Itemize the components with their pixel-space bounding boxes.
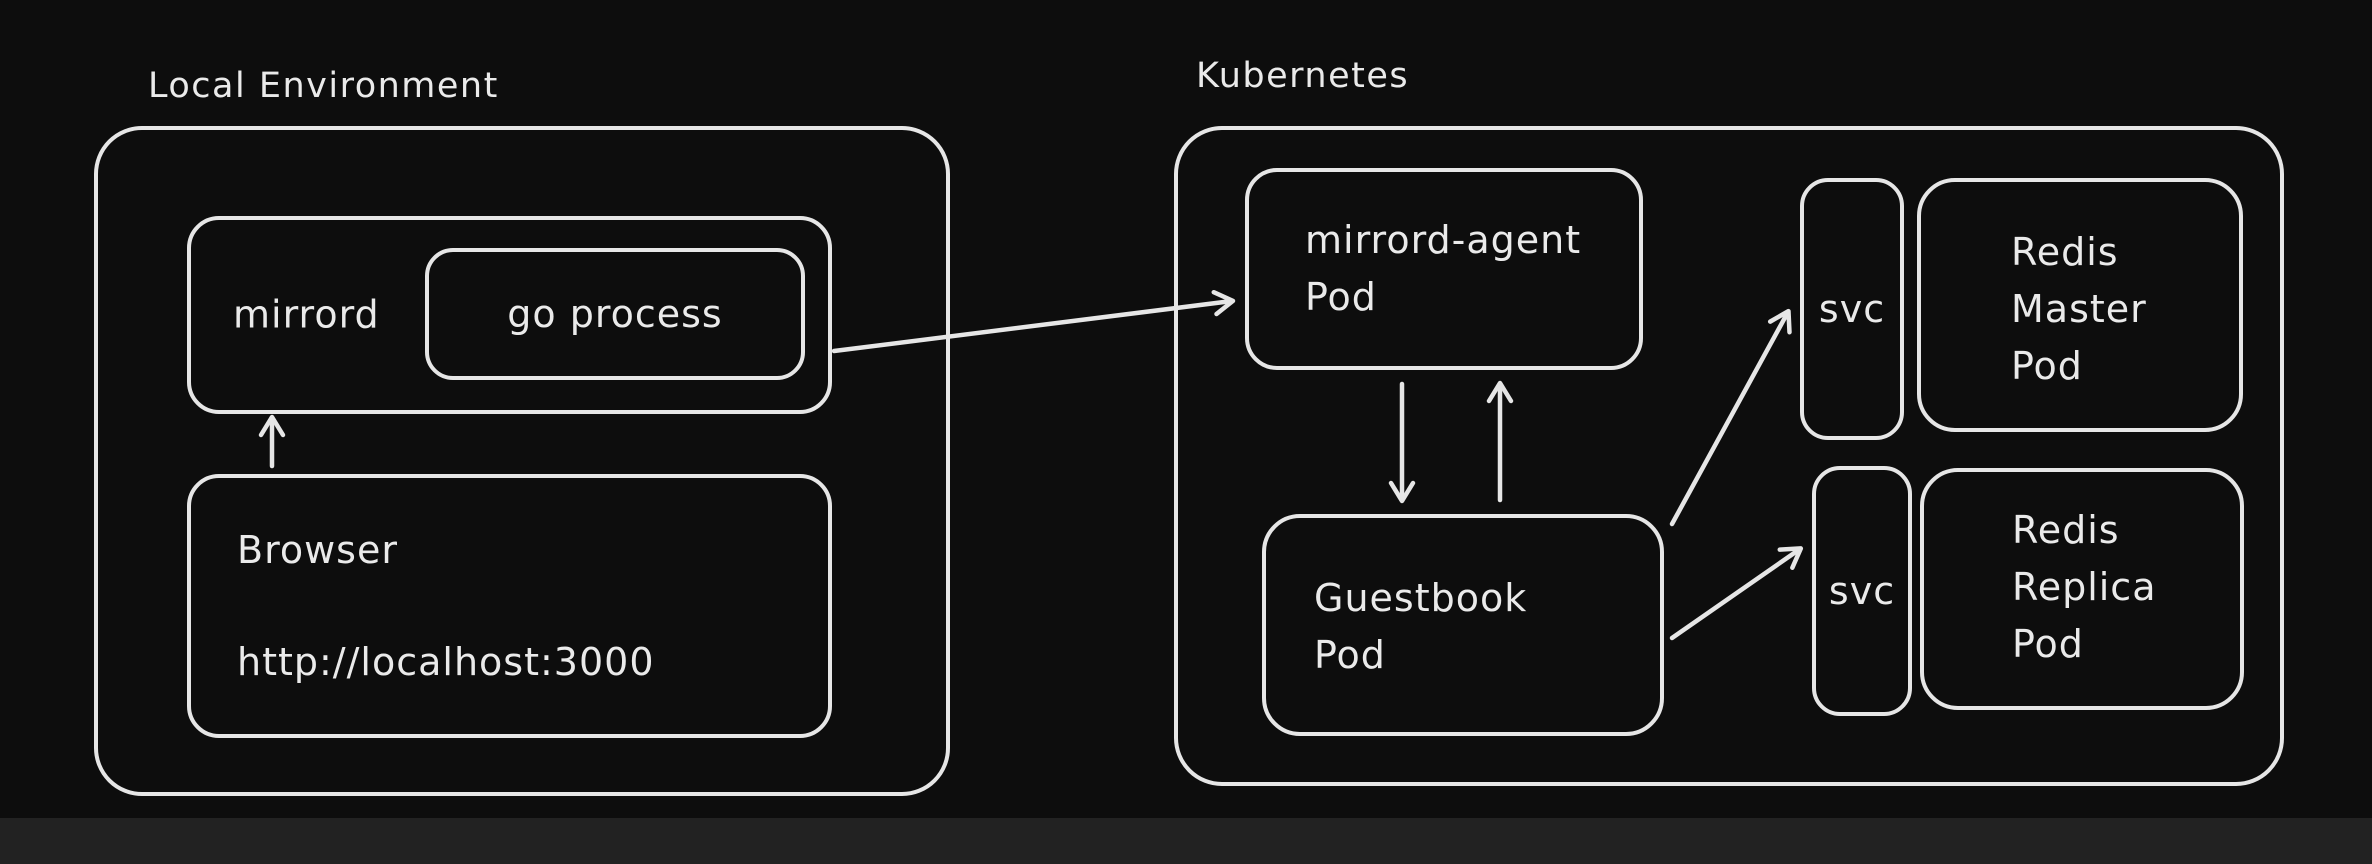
redis-master-pod-label: Redis Master Pod bbox=[2011, 224, 2147, 395]
local-environment-group: mirrord go process Browser http://localh… bbox=[94, 126, 950, 796]
redis-master-line1: Redis bbox=[2011, 230, 2119, 274]
mirrord-label: mirrord bbox=[233, 292, 380, 337]
mirrord-agent-pod-line1: mirrord-agent bbox=[1305, 218, 1582, 262]
svc-master-label: svc bbox=[1818, 287, 1886, 331]
redis-replica-line1: Redis bbox=[2012, 508, 2120, 552]
browser-node: Browser http://localhost:3000 bbox=[187, 474, 832, 738]
mirrord-agent-pod-label: mirrord-agent Pod bbox=[1305, 212, 1581, 326]
svc-replica-label: svc bbox=[1828, 569, 1896, 613]
mirrord-node: mirrord go process bbox=[187, 216, 832, 414]
mirrord-agent-pod-node: mirrord-agent Pod bbox=[1245, 168, 1643, 370]
kubernetes-title: Kubernetes bbox=[1196, 56, 1410, 96]
guestbook-pod-node: Guestbook Pod bbox=[1262, 514, 1664, 736]
footer-strip bbox=[0, 818, 2372, 864]
go-process-label: go process bbox=[507, 291, 723, 336]
redis-replica-pod-label: Redis Replica Pod bbox=[2012, 502, 2157, 673]
redis-replica-line3: Pod bbox=[2012, 622, 2084, 666]
redis-master-pod-node: Redis Master Pod bbox=[1917, 178, 2243, 432]
redis-replica-line2: Replica bbox=[2012, 565, 2157, 609]
browser-title: Browser bbox=[237, 528, 398, 572]
redis-master-line3: Pod bbox=[2011, 344, 2083, 388]
guestbook-pod-label: Guestbook Pod bbox=[1314, 570, 1527, 684]
kubernetes-group bbox=[1174, 126, 2284, 786]
guestbook-pod-line1: Guestbook bbox=[1314, 576, 1528, 620]
svc-master-node: svc bbox=[1800, 178, 1904, 440]
svc-replica-node: svc bbox=[1812, 466, 1912, 716]
guestbook-pod-line2: Pod bbox=[1314, 633, 1386, 677]
mirrord-agent-pod-line2: Pod bbox=[1305, 275, 1377, 319]
local-environment-title: Local Environment bbox=[148, 66, 499, 106]
browser-url: http://localhost:3000 bbox=[237, 640, 655, 684]
redis-replica-pod-node: Redis Replica Pod bbox=[1920, 468, 2244, 710]
go-process-node: go process bbox=[425, 248, 805, 380]
redis-master-line2: Master bbox=[2011, 287, 2147, 331]
